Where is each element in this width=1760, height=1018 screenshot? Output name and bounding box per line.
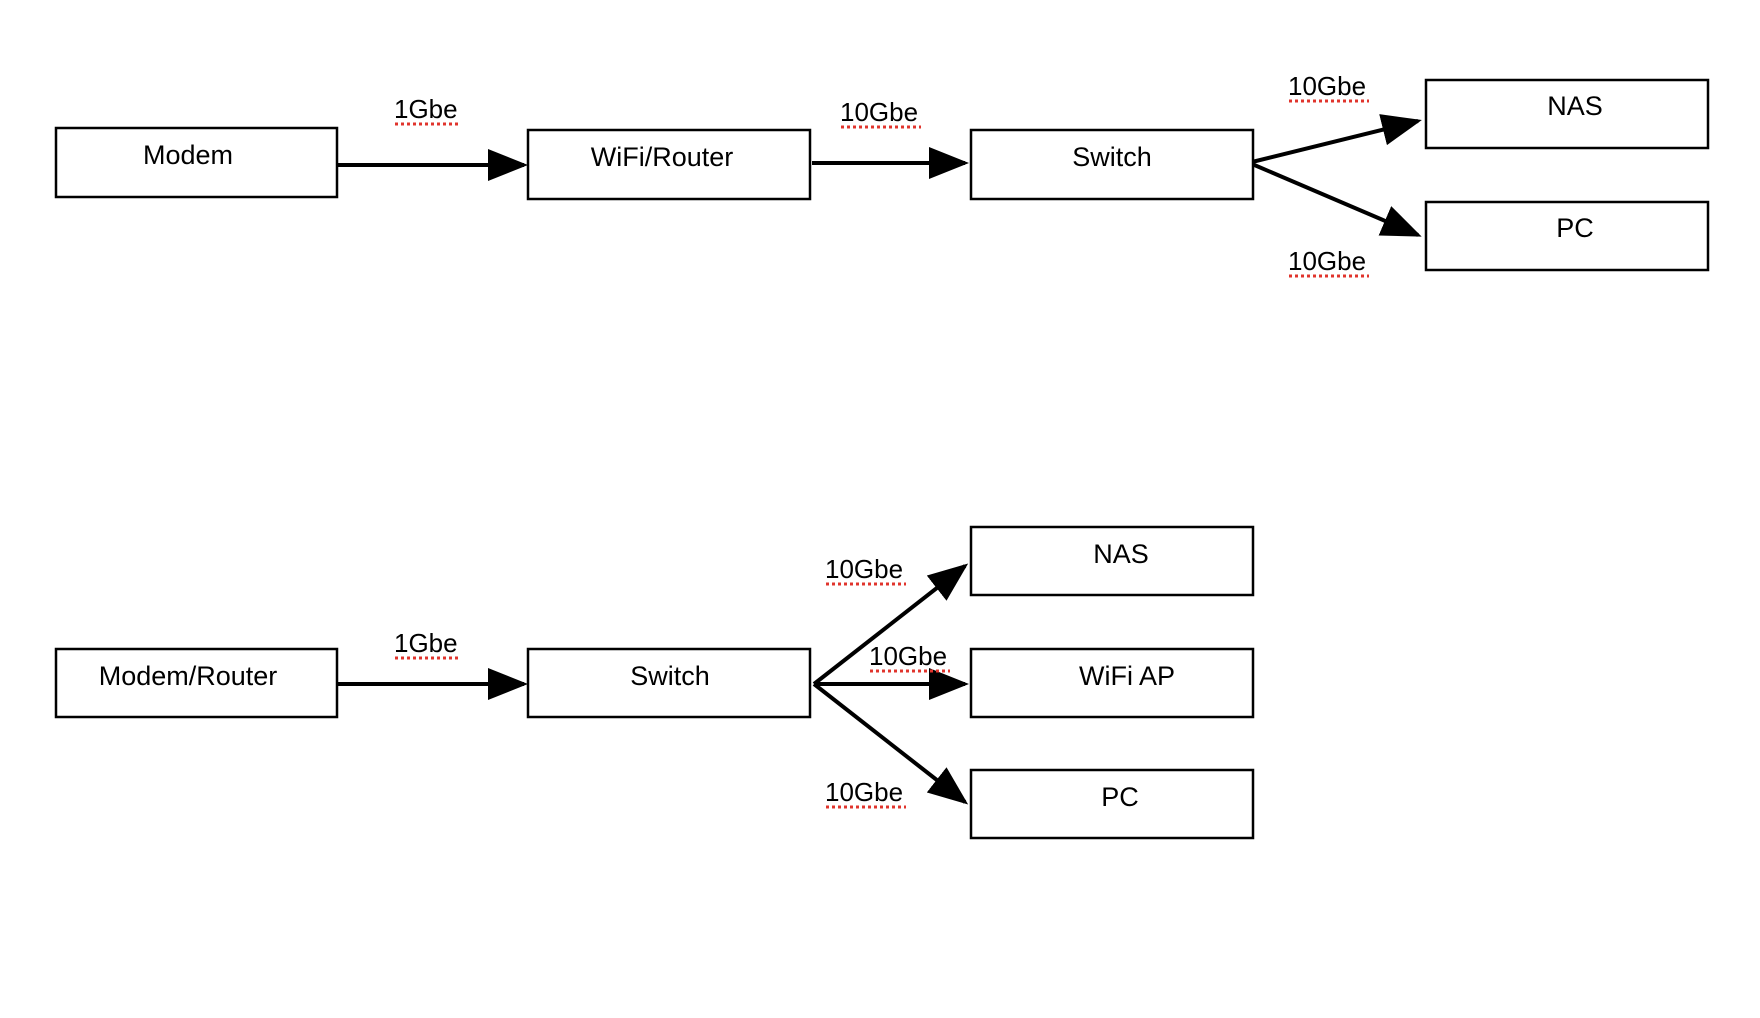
node-wifi-router: WiFi/Router bbox=[526, 128, 812, 201]
edge-line bbox=[1251, 114, 1422, 164]
node-label: Switch bbox=[1072, 142, 1152, 172]
node-box bbox=[969, 647, 1255, 719]
edge-line bbox=[812, 682, 969, 805]
edge-switch-to-nas: 10Gbe bbox=[1251, 71, 1422, 164]
node-label: Switch bbox=[630, 661, 710, 691]
node-nas: NAS bbox=[1424, 78, 1710, 150]
node-box bbox=[54, 647, 339, 719]
node-modem: Modem bbox=[54, 126, 339, 199]
edge-label: 10Gbe bbox=[1288, 71, 1366, 101]
node-box bbox=[1424, 78, 1710, 150]
node-label: Modem/Router bbox=[99, 661, 278, 691]
edge-switch-to-pc: 10Gbe bbox=[1251, 162, 1422, 278]
edge-label: 10Gbe bbox=[840, 97, 918, 127]
edge-modem-to-router: 1Gbe bbox=[338, 94, 528, 181]
edge-label: 1Gbe bbox=[394, 94, 458, 124]
edge-line bbox=[812, 563, 969, 686]
edge-switch-to-wifi-ap: 10Gbe bbox=[814, 641, 969, 700]
edge-label: 10Gbe bbox=[825, 554, 903, 584]
node-label: PC bbox=[1101, 782, 1139, 812]
node-box bbox=[54, 126, 339, 199]
node-pc: PC bbox=[1424, 200, 1710, 272]
edge-switch-to-pc: 10Gbe bbox=[812, 682, 969, 809]
node-box bbox=[526, 128, 812, 201]
edge-label: 10Gbe bbox=[1288, 246, 1366, 276]
edge-modem-router-to-switch: 1Gbe bbox=[338, 628, 528, 700]
node-box bbox=[1424, 200, 1710, 272]
node-label: PC bbox=[1556, 213, 1594, 243]
diagram-proposed-setup: 10Gbe 1Gbe 10Gbe 10Gbe Modem/Router Swit… bbox=[54, 525, 1255, 840]
edge-router-to-switch: 10Gbe bbox=[812, 97, 969, 179]
node-label: NAS bbox=[1547, 91, 1603, 121]
node-label: Modem bbox=[143, 140, 233, 170]
node-switch: Switch bbox=[969, 128, 1255, 201]
node-box bbox=[969, 768, 1255, 840]
edge-label: 10Gbe bbox=[869, 641, 947, 671]
node-label: WiFi/Router bbox=[591, 142, 734, 172]
edge-line bbox=[1251, 162, 1422, 237]
node-modem-router: Modem/Router bbox=[54, 647, 339, 719]
node-box bbox=[526, 647, 812, 719]
node-box bbox=[969, 128, 1255, 201]
node-pc: PC bbox=[969, 768, 1255, 840]
node-wifi-ap: WiFi AP bbox=[969, 647, 1255, 719]
edge-label: 1Gbe bbox=[394, 628, 458, 658]
node-label: NAS bbox=[1093, 539, 1149, 569]
edge-switch-to-nas: 10Gbe bbox=[812, 554, 969, 686]
edge-label: 10Gbe bbox=[825, 777, 903, 807]
node-label: WiFi AP bbox=[1079, 661, 1175, 691]
node-switch: Switch bbox=[526, 647, 812, 719]
diagram-current-setup: 1Gbe 10Gbe 10Gbe 10Gbe Modem WiFi/Router bbox=[54, 71, 1710, 278]
node-nas: NAS bbox=[969, 525, 1255, 597]
node-box bbox=[969, 525, 1255, 597]
